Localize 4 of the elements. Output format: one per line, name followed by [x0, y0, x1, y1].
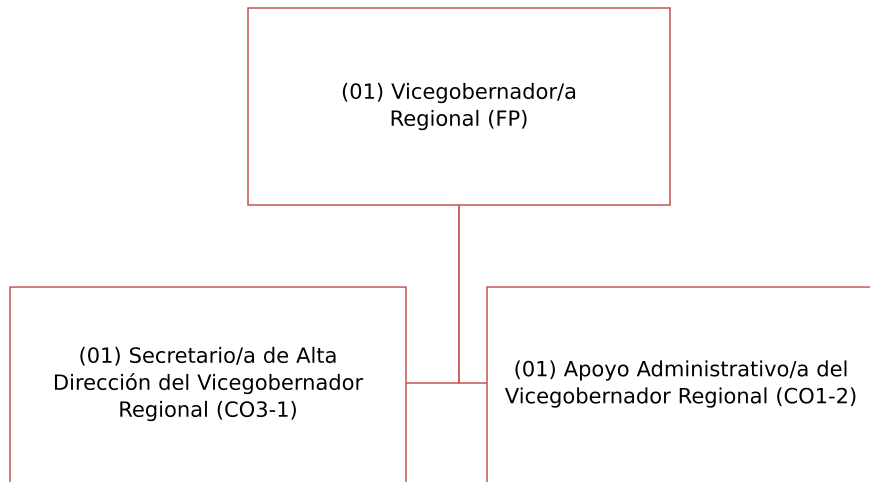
org-box: (01) Secretario/a de Alta Dirección del Vicegobernador Regional (CO3-1) [9, 286, 407, 482]
org-box: (01) Vicegobernador/a Regional (FP) [247, 7, 671, 206]
org-box: (01) Apoyo Administrativo/a del Vicegobernador Regional (CO1-2) [486, 286, 870, 482]
connector-line [458, 205, 487, 384]
